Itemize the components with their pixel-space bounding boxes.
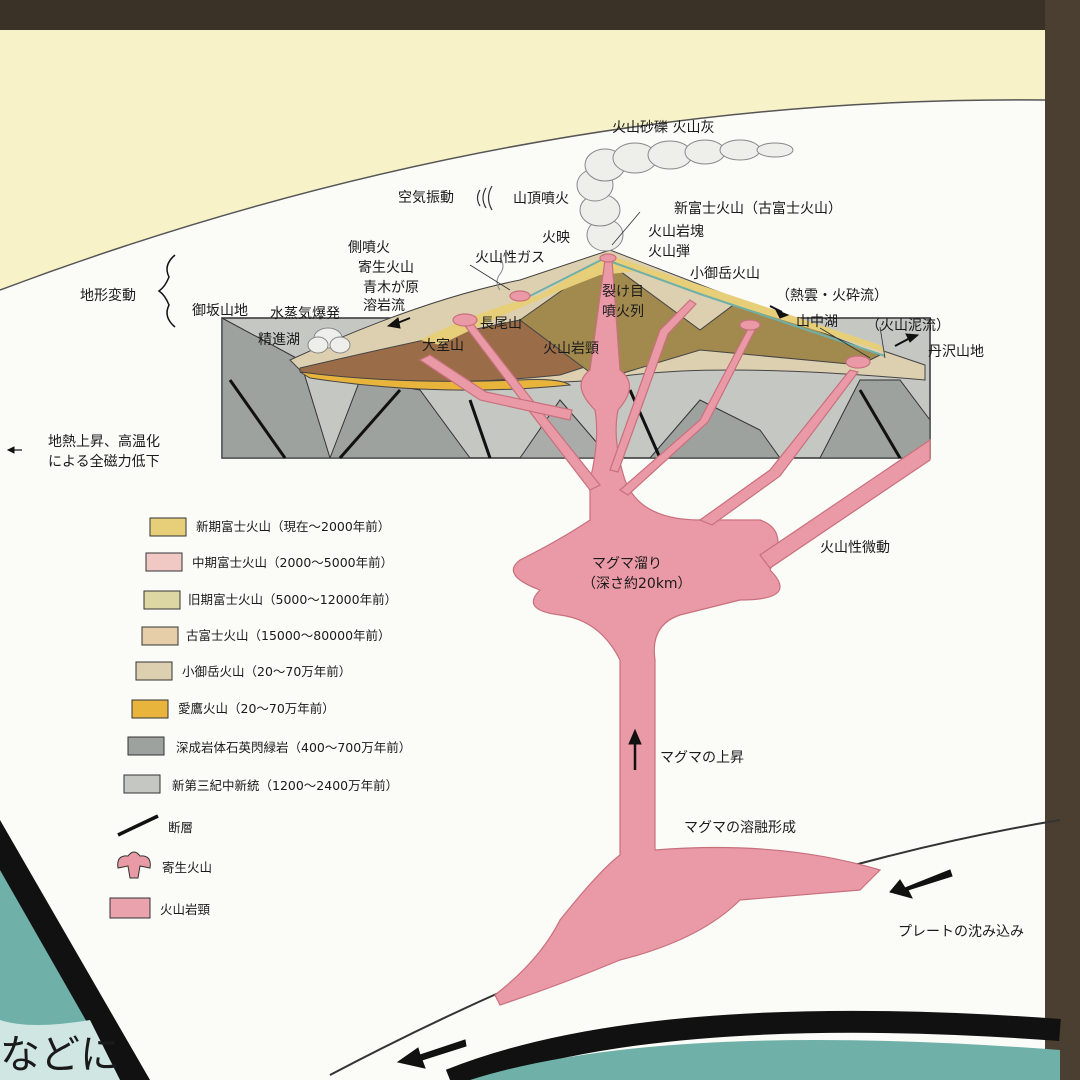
legend-swatch-2 (143, 590, 181, 610)
legend-swatch-7 (123, 774, 161, 794)
label-plate: プレートの沈み込み (898, 924, 1024, 940)
label-geothermal-1: 地熱上昇、高温化 (48, 433, 160, 450)
legend-label-6: 深成岩体石英閃緑岩（400～700万年前） (176, 740, 411, 755)
label-shojiko: 精進湖 (258, 332, 300, 348)
label-volcanic-gas: 火山性ガス (475, 250, 545, 266)
label-tremor: 火山性微動 (820, 540, 890, 556)
magma-system (418, 253, 931, 1006)
dike-far-right (698, 369, 860, 526)
legend-swatch-4 (135, 661, 173, 681)
label-neck: 火山岩頸 (543, 341, 599, 357)
parasitic-cone-4 (845, 355, 871, 369)
corner-label-bg (0, 1020, 120, 1080)
label-lahar: （火山泥流） (866, 318, 950, 334)
label-geothermal-2: による全磁力低下 (48, 453, 160, 470)
label-terrain-change: 地形変動 (80, 287, 136, 304)
legend-label-1: 中期富士火山（2000～5000年前） (192, 555, 393, 570)
terrain-brace (157, 254, 176, 328)
label-nuee: （熱雲・火砕流） (776, 288, 888, 304)
legend-swatch-0 (149, 517, 187, 537)
corner-text: などに (0, 1032, 120, 1078)
dike-flank (759, 438, 931, 569)
legend-swatch-8 (117, 814, 159, 837)
legend-label-7: 新第三紀中新統（1200～2400万年前） (172, 778, 398, 793)
legend-swatch-6 (127, 736, 165, 756)
legend: 新期富士火山（現在～2000年前） 中期富士火山（2000～5000年前） 旧期富士… (109, 517, 411, 919)
air-vibration-icon (476, 185, 493, 211)
legend-label-5: 愛鷹火山（20～70万年前） (178, 701, 335, 716)
label-ash: 火山砂礫 火山灰 (612, 120, 714, 136)
label-parasitic: 寄生火山 (358, 259, 414, 276)
outer-arc (0, 99, 1046, 291)
label-bombs: 火山弾 (648, 244, 690, 260)
label-lava-flow: 溶岩流 (363, 298, 405, 314)
label-yamanakako: 山中湖 (796, 314, 838, 330)
summit-crater (599, 253, 617, 263)
arrows (6, 254, 953, 1069)
legend-label-10: 火山岩頸 (160, 902, 211, 917)
legend-label-4: 小御岳火山（20～70万年前） (182, 664, 351, 679)
label-nagaoyama: 長尾山 (480, 316, 522, 332)
legend-label-0: 新期富士火山（現在～2000年前） (196, 519, 390, 534)
steam-cloud (307, 327, 351, 354)
magma-rise-arrowhead (628, 728, 642, 745)
legend-swatch-1 (145, 552, 183, 572)
legend-label-3: 古富士火山（15000～80000年前） (186, 628, 391, 643)
label-air-vibration: 空気振動 (398, 190, 454, 206)
label-magma-rise: マグマの上昇 (660, 750, 744, 766)
label-new-fuji: 新富士火山（古富士火山） (674, 200, 842, 217)
legend-label-9: 寄生火山 (162, 860, 212, 875)
label-magma-melt: マグマの溶融形成 (684, 820, 796, 836)
legend-label-8: 断層 (168, 820, 193, 835)
legend-swatch-5 (131, 699, 169, 719)
label-magma-chamber-2: （深さ約20km） (582, 576, 692, 592)
legend-label-2: 旧期富士火山（5000～12000年前） (188, 592, 397, 607)
leader-lines (469, 211, 886, 359)
label-summit-eruption: 山頂噴火 (513, 191, 569, 207)
label-flank-eruption: 側噴火 (348, 240, 390, 256)
right-frame (1045, 0, 1080, 1080)
label-omuroyama: 大室山 (422, 337, 464, 354)
plate-arrow-left (396, 1039, 467, 1069)
magma-chamber (494, 259, 882, 1006)
legend-swatch-10 (109, 897, 151, 919)
ash-plume (576, 139, 794, 252)
fault-lines (228, 379, 902, 459)
dike-center (609, 299, 697, 473)
label-tanzawa: 丹沢山地 (928, 344, 984, 360)
label-blocks: 火山岩塊 (648, 224, 704, 240)
label-komitake: 小御岳火山 (690, 266, 760, 282)
label-misaka: 御坂山地 (192, 303, 248, 319)
label-fissure-row: 噴火列 (602, 304, 644, 320)
legend-swatch-3 (141, 626, 179, 646)
legend-swatch-9 (117, 851, 151, 879)
inner-ocean (470, 1040, 1060, 1080)
label-glow: 火映 (542, 230, 570, 246)
parasitic-cone-2 (509, 290, 531, 302)
dike-west (418, 354, 573, 421)
parasitic-cone-3 (739, 319, 761, 331)
label-magma-chamber-1: マグマ溜り (592, 556, 662, 572)
inner-earth-arc (445, 1010, 1061, 1080)
label-fissure: 裂け目 (602, 284, 644, 300)
plate-arrow-right (889, 869, 953, 899)
label-aokigahara: 青木が原 (363, 280, 419, 296)
parasitic-cone-1 (452, 313, 478, 327)
gas-vent (496, 257, 504, 291)
label-phreatic: 水蒸気爆発 (270, 306, 340, 322)
